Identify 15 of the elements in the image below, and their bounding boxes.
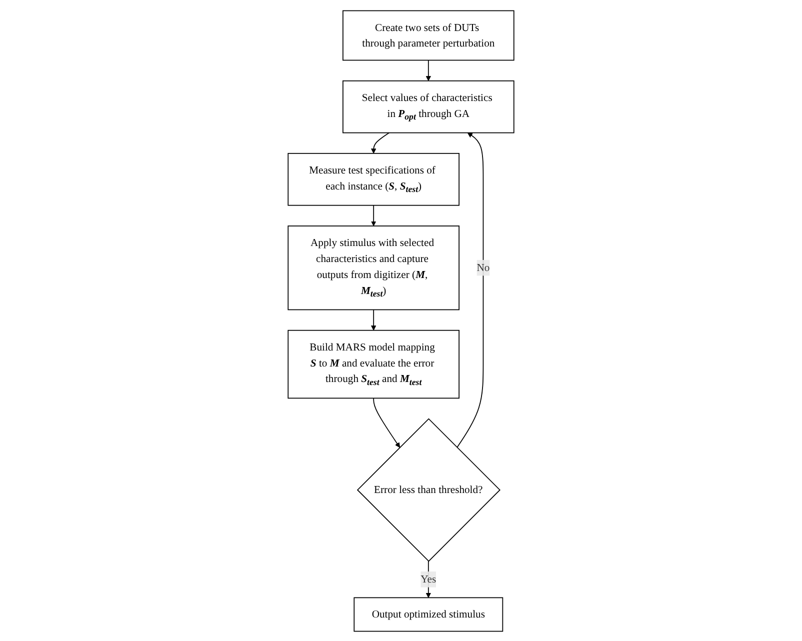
arrow <box>373 397 400 448</box>
arrow <box>371 132 390 154</box>
arrow <box>371 308 376 330</box>
node-box: Build MARS model mapping S to M and evaluate the error through S$_{test}$ and M$_{test}$ <box>288 329 460 398</box>
arrow <box>456 132 484 448</box>
arrow <box>371 204 376 226</box>
node-box: Output optimized stimulus <box>354 596 504 632</box>
node-box: Measure test specifications of each instance (S, S$_{test}$) <box>288 152 460 206</box>
node-diamond: Error less than threshold? <box>356 418 500 562</box>
edge-label: No <box>476 261 490 273</box>
node-box: Create two sets of DUTs through parameter perturbation <box>342 10 514 60</box>
edge-label: Yes <box>420 572 436 585</box>
node-box: Apply stimulus with selected characteristics and capture outputs from digitizer (M, M$_{test}$) <box>288 225 460 310</box>
arrow <box>426 59 431 81</box>
node-box: Select values of characteristics in P$_{opt}$ through GA <box>342 80 514 133</box>
